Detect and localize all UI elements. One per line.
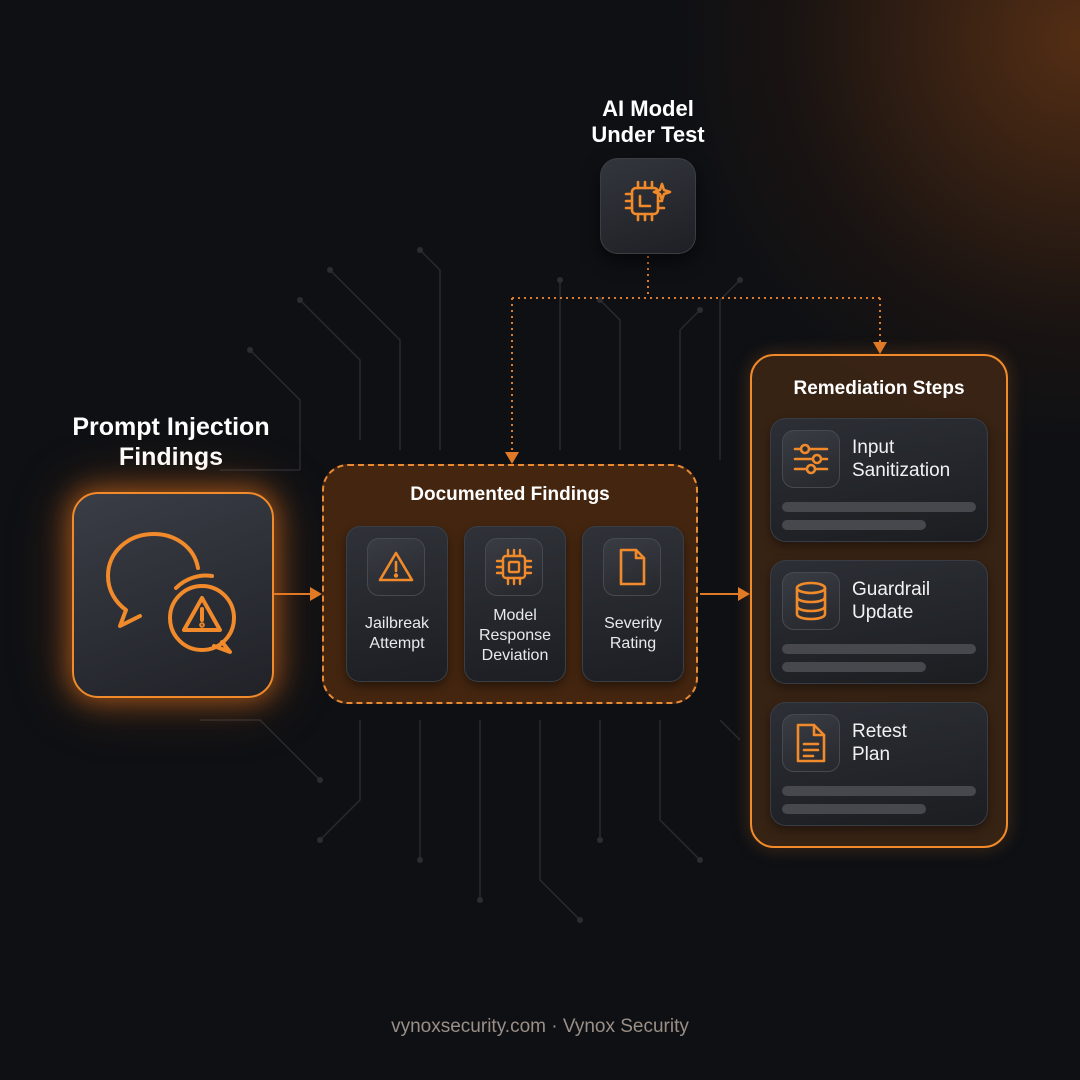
remediation-title: Remediation Steps (793, 378, 965, 399)
database-icon (782, 572, 840, 630)
placeholder-bar (782, 520, 926, 530)
sliders-icon (782, 430, 840, 488)
model-title: AI Model Under Test (591, 96, 705, 147)
footer-credit: vynoxsecurity.com · Vynox Security (391, 1016, 689, 1037)
step-card-guardrail-update[interactable]: Guardrail Update (770, 560, 988, 684)
finding-label: Model Response Deviation (478, 607, 552, 664)
ai-chip-icon (618, 174, 678, 239)
documented-findings-panel: Documented Findings Jailbreak Attempt Mo… (322, 464, 698, 704)
documented-findings-title: Documented Findings (410, 484, 610, 505)
placeholder-bar (782, 662, 926, 672)
prompt-findings-node[interactable] (72, 492, 274, 698)
finding-label: Jailbreak Attempt (364, 615, 430, 652)
step-label: Input Sanitization (852, 437, 951, 481)
finding-card-jailbreak[interactable]: Jailbreak Attempt (346, 526, 448, 682)
chip-icon (485, 538, 543, 596)
prompt-findings-title: Prompt Injection Findings (72, 413, 270, 471)
finding-card-deviation[interactable]: Model Response Deviation (464, 526, 566, 682)
placeholder-bar (782, 786, 976, 796)
placeholder-bar (782, 644, 976, 654)
step-label: Guardrail Update (852, 579, 931, 623)
document-lines-icon (782, 714, 840, 772)
placeholder-bar (782, 502, 976, 512)
step-card-input-sanitization[interactable]: Input Sanitization (770, 418, 988, 542)
step-card-retest-plan[interactable]: Retest Plan (770, 702, 988, 826)
ai-model-node[interactable] (600, 158, 696, 254)
placeholder-bar (782, 804, 926, 814)
step-label: Retest Plan (852, 721, 907, 765)
chat-warning-icon (98, 528, 248, 663)
warning-triangle-icon (367, 538, 425, 596)
finding-card-severity[interactable]: Severity Rating (582, 526, 684, 682)
remediation-panel: Remediation Steps Input Sanitization Gua… (750, 354, 1008, 848)
finding-label: Severity Rating (604, 615, 662, 652)
document-icon (603, 538, 661, 596)
